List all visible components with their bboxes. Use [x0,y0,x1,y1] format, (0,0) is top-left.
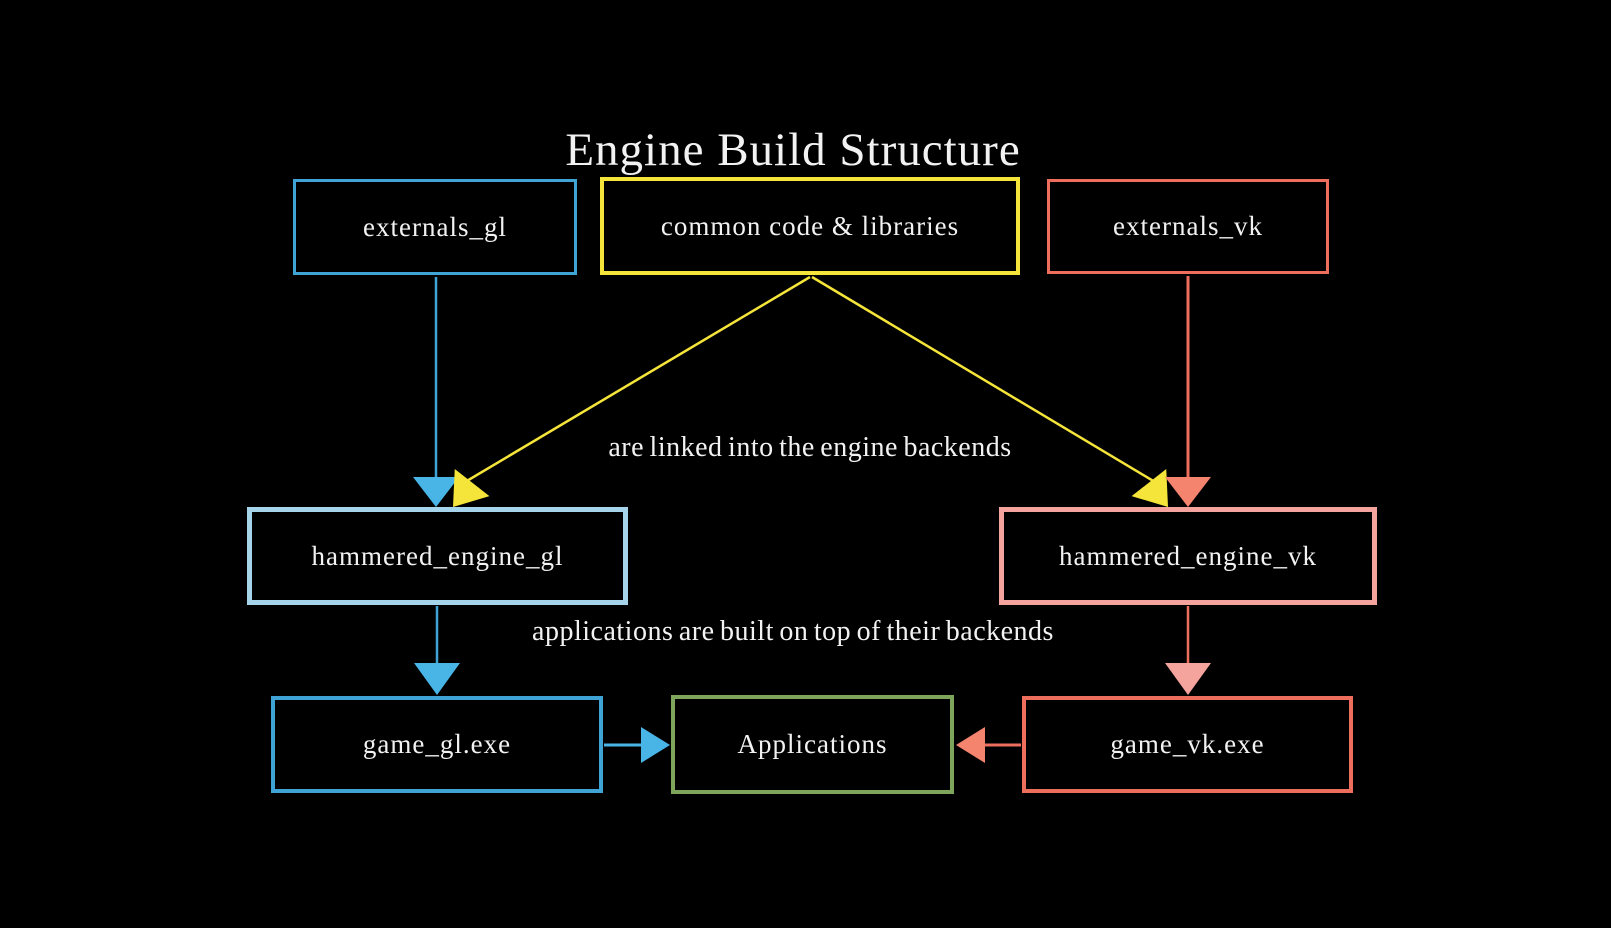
arrowhead-left-icon [956,727,985,763]
arrowhead-down-icon [413,477,459,507]
node-common-code-label: common code & libraries [660,210,960,241]
node-externals-gl: externals_gl [293,179,577,275]
arrowhead-down-icon [414,663,460,695]
node-externals-vk-label: externals_vk [1113,211,1263,241]
node-hammered-engine-gl-label: hammered_engine_gl [311,540,564,571]
page-title: Engine Build Structure [565,124,1021,176]
node-game-gl-exe-label: game_gl.exe [362,729,512,759]
node-externals-gl-label: externals_gl [363,211,507,242]
node-applications: Applications [671,695,954,794]
node-hammered-engine-gl: hammered_engine_gl [247,507,628,605]
node-externals-vk: externals_vk [1047,179,1329,274]
node-common-code: common code & libraries [600,177,1020,275]
arrowhead-down-icon [1165,477,1211,507]
node-game-vk-exe: game_vk.exe [1022,696,1353,793]
arrowhead-down-icon [1165,663,1211,695]
arrow-game-vk-to-applications [956,727,1021,763]
node-hammered-engine-vk-label: hammered_engine_vk [1059,540,1317,571]
annotation-linked: are linked into the engine backends [608,432,1012,463]
arrow-hammered-engine-gl-to-game-gl [414,606,460,695]
node-applications-label: Applications [737,729,888,759]
arrow-game-gl-to-applications [604,727,670,763]
annotation-built: applications are built on top of their b… [532,616,1054,647]
arrow-common-to-hammered-engine-vk [811,275,1168,507]
arrow-hammered-engine-vk-to-game-vk [1165,606,1211,695]
arrow-externals-vk-to-hammered-engine-vk [1165,276,1211,507]
node-hammered-engine-vk: hammered_engine_vk [999,507,1377,605]
node-game-vk-exe-label: game_vk.exe [1110,729,1265,759]
arrow-externals-gl-to-hammered-engine-gl [413,277,459,507]
arrow-common-to-hammered-engine-gl [453,275,811,507]
arrowhead-right-icon [641,727,670,763]
node-game-gl-exe: game_gl.exe [271,696,603,793]
